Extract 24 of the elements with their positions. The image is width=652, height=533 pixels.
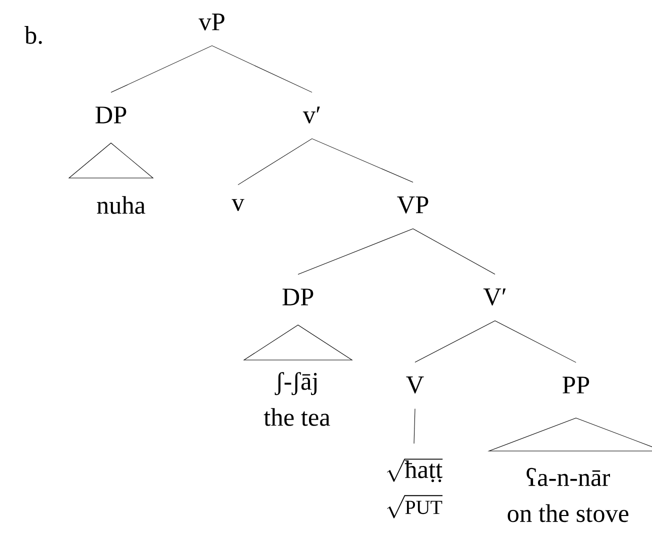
phrase-text: ʃ-ʃāj the tea: [264, 372, 330, 426]
category-label: V: [406, 376, 424, 394]
phrase-text: ʕa-n-nār on the stove: [508, 468, 628, 522]
category-label: v: [232, 199, 244, 211]
branch-line: [238, 138, 312, 186]
branch-line: [298, 228, 414, 275]
root-text: $\sqrt{\mbox{ħaṭṭ}}$ $\sqrt{\mbox{\fontsize{15}{18}\selectfont PUT}}$: [387, 458, 443, 518]
branch-line: [110, 45, 212, 93]
example-label: b.: [24, 26, 42, 44]
category-label: DP: [96, 106, 126, 124]
branch-line: [414, 408, 416, 444]
category-label: v′: [302, 106, 320, 124]
category-label: vP: [198, 14, 224, 30]
branch-line: [312, 138, 414, 183]
category-label: PP: [562, 376, 590, 394]
branch-line: [414, 320, 496, 363]
category-label: VP: [397, 196, 428, 214]
triangle-roof: [488, 418, 652, 452]
branch-line: [494, 320, 576, 363]
branch-line: [212, 45, 312, 93]
category-label: V′: [483, 288, 506, 306]
category-label: DP: [282, 288, 314, 306]
branch-line: [412, 228, 496, 275]
phrase-text: nuha: [96, 196, 146, 214]
